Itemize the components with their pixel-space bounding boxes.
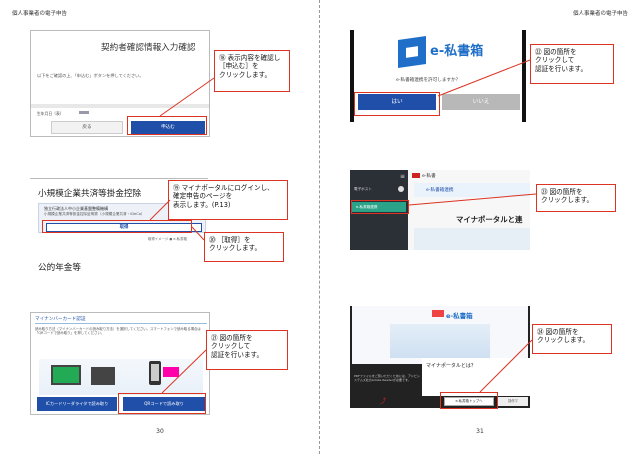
- highlight-submit: [127, 116, 207, 135]
- page-gutter: [319, 0, 320, 454]
- ic-reader-button[interactable]: ICカードリーダライタで読み取り: [37, 397, 117, 411]
- callout-text: マイナポータルにログインし、 確定申告のページを 表示します。(P.13): [173, 184, 274, 209]
- callout-number: ⑱: [219, 54, 226, 62]
- eshishobako-logo-text: e-私書箱: [430, 44, 484, 59]
- yes-button[interactable]: はい: [358, 94, 436, 110]
- callout-number: ⑳: [209, 236, 216, 244]
- confirm-description: 以下をご確認の上、「申込む」ボタンを押してください。: [37, 73, 144, 78]
- page-header: 個人事業者の電子申告: [572, 11, 628, 17]
- field-label: 生年月日（表）: [37, 111, 64, 116]
- callout-text: 図の箇所を クリックします。: [537, 328, 590, 345]
- callout-number: ㉑: [211, 334, 218, 342]
- bezel-right: [522, 30, 526, 122]
- portal-menu-screenshot: ≡ 電子ポスト e-私書箱連携 e-私書 e-私書箱連携 マイナポータルと連: [350, 170, 530, 250]
- pdf-icon: ⤴: [380, 398, 387, 405]
- brand-text: e-私書: [422, 174, 436, 179]
- callout-text: 図の箇所を クリックして 認証を行います。: [535, 48, 588, 73]
- banner: [414, 183, 530, 197]
- smartphone-screen: [151, 364, 159, 381]
- card-reader-icon: [91, 367, 115, 385]
- callout-text: 図の箇所を クリックします。: [541, 188, 594, 205]
- callout-text: 表示内容を確認し ［申込む］を クリックします。: [219, 54, 281, 79]
- callout-text: ［取得］を クリックします。: [209, 236, 262, 253]
- menu-item-post[interactable]: 電子ポスト: [354, 187, 372, 191]
- pension-title: 公的年金等: [38, 263, 81, 272]
- highlight-menu-item: [351, 200, 409, 214]
- highlight-top-link: [440, 392, 498, 409]
- deduction-line1: 独立行政法人中小企業基盤整備機構: [44, 206, 108, 211]
- banner-text: e-私書箱連携: [426, 188, 454, 193]
- bezel-left: [350, 30, 354, 122]
- page-number: 30: [156, 428, 164, 435]
- city-illustration: [390, 324, 490, 358]
- hamburger-icon[interactable]: ≡: [400, 173, 406, 180]
- callout-20: ⑳［取得］を クリックします。: [204, 232, 284, 262]
- monitor-icon: [51, 365, 81, 385]
- deduction-line2: 小規模企業共済等掛金控除証明書（小規模企業共済・iDeCo）: [44, 212, 145, 216]
- callout-number: ㉓: [541, 188, 548, 196]
- eshishobako-top-link[interactable]: e-私書箱トップへ: [444, 397, 494, 406]
- left-page: 個人事業者の電子申告 契約者確認情報入力確認 以下をご確認の上、「申込む」ボタン…: [12, 11, 290, 435]
- decor-wave: [414, 228, 530, 250]
- notification-icon: [398, 186, 404, 192]
- deduction-title: 小規模企業共済等掛金控除: [38, 189, 142, 199]
- eshishobako-logo: e-私書箱: [446, 312, 473, 320]
- back-button[interactable]: 戻る: [51, 121, 123, 134]
- auth-title: マイナンバーカード認証: [35, 317, 86, 322]
- fetch-note: 取得イメージ ● e-私書箱: [148, 237, 187, 241]
- divider: [31, 104, 209, 108]
- mynumber-card-icon: [163, 367, 179, 377]
- callout-number: ⑲: [173, 184, 180, 192]
- callout-text: 図の箇所を クリックして 認証を行います。: [211, 334, 264, 359]
- brand-icon: [412, 173, 420, 178]
- title-rule: [35, 323, 207, 324]
- headline: マイナポータルと連: [456, 215, 523, 224]
- menu-item-eshishobako[interactable]: e-私書箱連携: [352, 202, 406, 212]
- submit-button[interactable]: 申込む: [131, 121, 205, 134]
- confirm-title: 契約者確認情報入力確認: [101, 43, 196, 53]
- callout-number: ㉔: [537, 328, 544, 336]
- auth-description: 読み取り方法（マイナンバーカードの読み取り方法）を選択してください。スマートフォ…: [35, 327, 201, 336]
- no-button[interactable]: いいえ: [442, 94, 520, 110]
- brand-icon: [432, 310, 444, 317]
- info-title: マイナポータルとは？: [426, 363, 476, 369]
- eshishobako-logo-icon: [398, 36, 426, 68]
- callout-number: ㉒: [535, 48, 542, 56]
- highlight-fetch: [42, 220, 192, 233]
- page-header: 個人事業者の電子申告: [12, 11, 68, 17]
- highlight-yes: [354, 92, 440, 116]
- field-value: [79, 111, 89, 114]
- highlight-qr: [118, 393, 206, 414]
- manual-link[interactable]: 操作マ: [498, 397, 528, 406]
- page-number: 31: [476, 428, 484, 435]
- footer-text: PDFファイルをご覧いただくためには、アドビシステムズ社のAdobe Reade…: [354, 374, 420, 383]
- right-page: 個人事業者の電子申告 e-私書箱 e-私書箱連携を許可しますか？ はい いいえ …: [320, 0, 640, 454]
- permission-question: e-私書箱連携を許可しますか？: [396, 78, 461, 83]
- qr-code-button[interactable]: QRコードで読み取り: [123, 397, 205, 411]
